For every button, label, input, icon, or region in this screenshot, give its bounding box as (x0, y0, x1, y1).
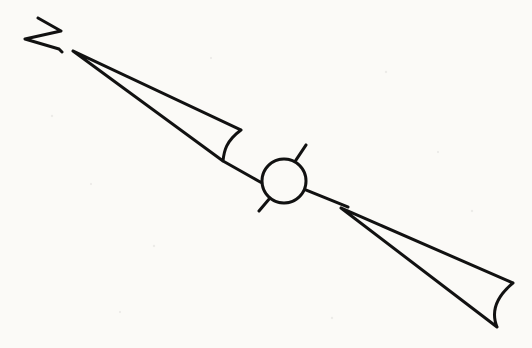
north-arrow-upper-wedge (73, 51, 241, 161)
north-arrow-shaft (223, 161, 348, 207)
center-circle (262, 159, 306, 203)
north-letter-n (25, 18, 62, 52)
north-arrow-lower-wedge (341, 208, 513, 327)
center-tick-upper (296, 145, 306, 160)
center-tick-lower (259, 198, 270, 211)
